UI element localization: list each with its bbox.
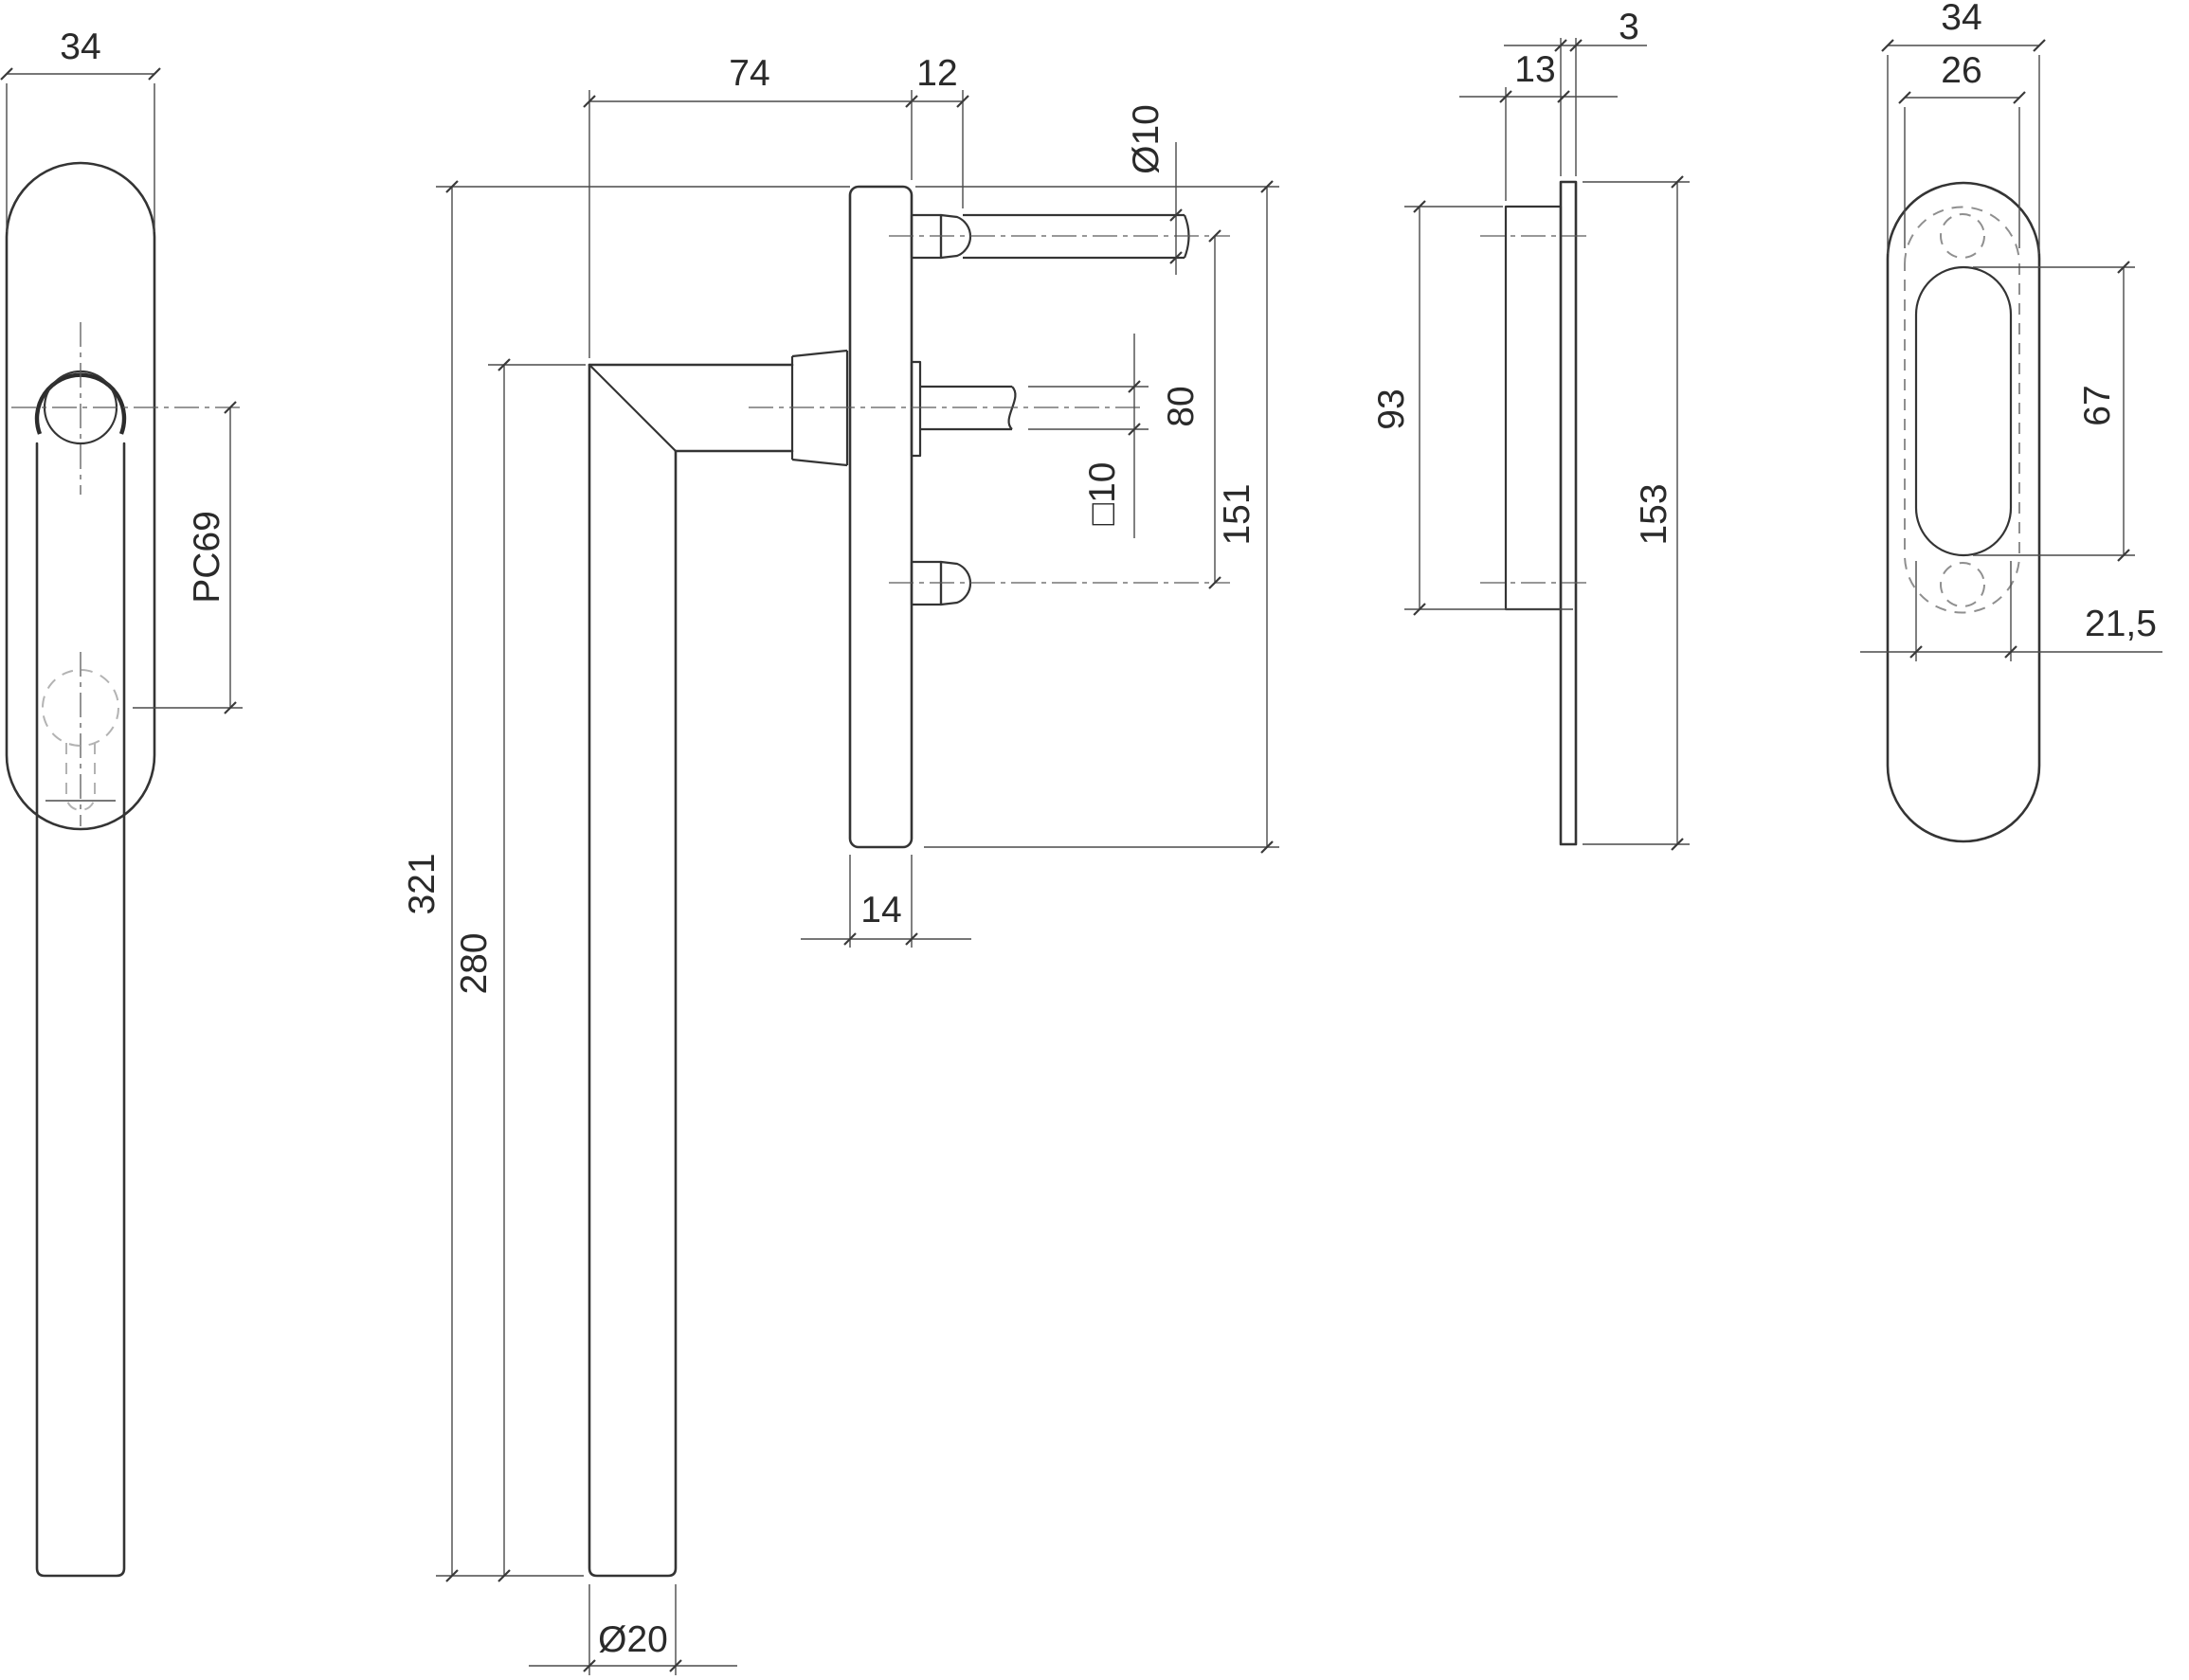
dimension-tick: [1499, 90, 1570, 103]
dimension-tick: [1128, 380, 1141, 436]
grip-side-outline: [588, 363, 678, 1578]
dim-label-spindle-size: □10: [1082, 462, 1123, 526]
dim-label-rosette-height: 151: [1217, 483, 1257, 545]
dimension-tick: [843, 932, 918, 946]
handle-front-view: 34 PC69: [0, 27, 243, 1578]
recess-hidden-outline: [1904, 206, 2020, 614]
dim-label-plate-width: 34: [1941, 0, 1981, 38]
backplate-front-outline: [1886, 181, 2041, 843]
dim-label-slot-height: 67: [2077, 385, 2118, 425]
upper-screw-head: [939, 213, 972, 260]
dimension-tick: [1909, 645, 2017, 659]
neck-flare-bottom: [791, 458, 848, 467]
plate-front-view: 34 26 67 21,5: [1860, 0, 2162, 843]
lower-screw-head: [939, 560, 972, 606]
lower-screw-hole-hidden: [1940, 562, 1985, 607]
dim-label-screw-dia: Ø10: [1126, 104, 1167, 174]
dim-label-boss-length: 12: [916, 53, 957, 94]
plate-side-view: 3 13 93 153: [1371, 7, 1690, 851]
dim-label-slot-width: 21,5: [2085, 604, 2157, 644]
handle-side-view: 74 12 Ø10 □10 80 151 14 321 280: [402, 53, 1279, 1675]
dim-label-screw-spacing: 80: [1161, 386, 1202, 426]
upper-screw-hole-hidden: [1940, 213, 1985, 259]
rosette-side-outline: [848, 185, 914, 849]
slot-outline: [1914, 265, 2013, 557]
dimension-tick: [1554, 39, 1583, 52]
dim-label-recess-width: 26: [1941, 50, 1981, 91]
dimension-tick: [583, 1659, 682, 1672]
euro-cylinder-hidden-circle: [42, 669, 119, 747]
bend-miter-line: [588, 364, 677, 452]
neck-flare-top: [791, 349, 848, 358]
dim-label-cylinder-distance: PC69: [187, 511, 227, 604]
spindle-flange: [910, 360, 922, 458]
dim-label-plate-width: 34: [60, 27, 100, 67]
dim-label-plate-height: 153: [1634, 483, 1674, 545]
dim-label-rosette-depth: 14: [860, 890, 901, 930]
dim-label-grip-dia: Ø20: [598, 1619, 668, 1660]
dim-label-total-height: 321: [402, 853, 443, 914]
dimension-tick: [1169, 208, 1183, 264]
dim-label-insert-depth: 13: [1514, 49, 1555, 90]
insert-side-outline: [1504, 205, 1563, 611]
spindle-break-line: [1007, 386, 1017, 430]
rosette-front-outline: [5, 161, 156, 831]
dim-label-grip-length: 280: [454, 932, 495, 994]
grip-front-outline: [35, 442, 126, 1578]
dim-label-plate-thickness: 3: [1619, 7, 1639, 47]
dim-label-neck-length: 74: [729, 53, 769, 94]
dim-label-insert-height: 93: [1371, 388, 1412, 429]
backplate-side-outline: [1559, 180, 1578, 846]
